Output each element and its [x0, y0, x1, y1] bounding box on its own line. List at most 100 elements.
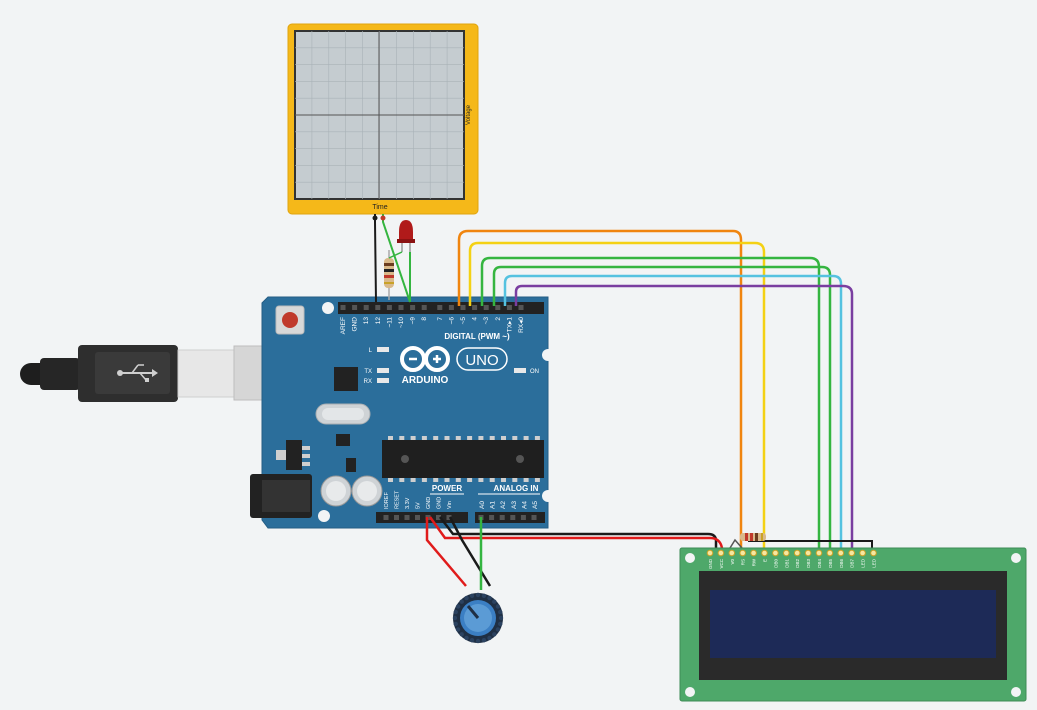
digital-pin[interactable] [340, 305, 346, 310]
digital-pin-label: ~3 [483, 317, 490, 325]
digital-pin-label: TX▸1 [506, 317, 513, 333]
digital-pin[interactable] [386, 305, 392, 310]
oscilloscope-x-label: Time [372, 204, 387, 211]
lcd-pin-label: DB0 [773, 559, 778, 568]
digital-pin[interactable] [460, 305, 466, 310]
arduino-model-text: UNO [465, 352, 498, 369]
lcd-pin[interactable] [783, 549, 790, 557]
lcd-pin-label: V0 [730, 559, 735, 565]
digital-pin-label: 13 [363, 317, 370, 325]
power-wires[interactable] [425, 516, 873, 590]
lcd-pin[interactable] [859, 549, 866, 557]
usb-icon [117, 364, 158, 382]
oscilloscope-wires[interactable] [372, 214, 411, 303]
digital-pin[interactable] [437, 305, 443, 310]
power-pin-label: IOREF [384, 492, 390, 509]
oscilloscope-y-label: Voltage [466, 104, 472, 125]
lcd-screen [710, 590, 996, 658]
power-pin[interactable] [383, 515, 389, 520]
digital-pin[interactable] [472, 305, 478, 310]
power-jack[interactable] [250, 474, 312, 518]
power-pin[interactable] [394, 515, 399, 520]
digital-pin-label: 4 [472, 317, 479, 321]
digital-pin[interactable] [506, 305, 512, 310]
lcd-pin-row[interactable] [706, 549, 877, 557]
digital-pin[interactable] [410, 305, 416, 310]
digital-pin-row[interactable] [340, 305, 524, 310]
power-pin-label: 5V [416, 502, 422, 509]
digital-pin[interactable] [495, 305, 501, 310]
lcd-pin[interactable] [750, 549, 757, 557]
analog-pin[interactable] [499, 515, 505, 520]
capacitor-1 [320, 475, 352, 507]
lcd-pin[interactable] [761, 549, 768, 557]
lcd-pin[interactable] [728, 549, 736, 557]
lcd-pin[interactable] [793, 549, 801, 557]
atmega-chip [382, 436, 544, 482]
lcd-pin-label: RS [741, 559, 746, 565]
usb-chip [334, 367, 358, 391]
lcd-pin-label: LED [861, 558, 866, 568]
digital-pin[interactable] [518, 305, 524, 310]
power-pin-label: GND [437, 497, 443, 509]
lcd-pin-label: LED [872, 558, 877, 568]
digital-header-label: DIGITAL (PWM ~) [444, 332, 510, 341]
crystal-oscillator [315, 403, 371, 425]
digital-pin[interactable] [398, 305, 404, 310]
lcd-pin[interactable] [772, 549, 779, 557]
lcd-pin[interactable] [739, 549, 747, 557]
lcd-data-wires[interactable] [457, 229, 854, 548]
resistor-1[interactable] [384, 250, 394, 300]
reset-button[interactable] [275, 305, 305, 335]
analog-pin[interactable] [510, 515, 516, 520]
lcd-pin[interactable] [870, 549, 877, 557]
power-pin[interactable] [404, 515, 410, 520]
potentiometer[interactable] [452, 592, 504, 644]
led-label-on: ON [530, 369, 539, 375]
digital-pin[interactable] [352, 305, 358, 310]
digital-pin[interactable] [375, 305, 381, 310]
digital-pin[interactable] [483, 305, 489, 310]
arduino-logo-text: ARDUINO [402, 375, 449, 386]
power-header-label: POWER [432, 484, 462, 493]
red-led[interactable] [397, 220, 415, 252]
lcd-pin-label: E [763, 559, 768, 562]
usb-cable[interactable] [20, 345, 305, 402]
lcd-pin[interactable] [804, 549, 812, 557]
lcd-pin[interactable] [706, 549, 714, 557]
power-pin[interactable] [446, 515, 452, 520]
digital-pin-label: GND [352, 317, 359, 332]
lcd-pin[interactable] [826, 549, 834, 557]
lcd-pin[interactable] [848, 549, 856, 557]
lcd-pin[interactable] [837, 549, 845, 557]
power-header [376, 512, 468, 523]
tiny-chip [346, 458, 356, 472]
lcd-pin-label: DB4 [817, 559, 822, 568]
power-pin[interactable] [415, 515, 420, 520]
resistor-2[interactable] [740, 533, 766, 541]
power-pin[interactable] [436, 515, 441, 520]
lcd-pin-label: DB1 [784, 559, 789, 568]
analog-pin-label: A1 [490, 501, 497, 509]
oscilloscope[interactable]: Time Voltage [287, 23, 479, 215]
status-leds: L TX RX ON [364, 347, 539, 385]
analog-pin[interactable] [531, 515, 537, 520]
lcd-pin[interactable] [815, 549, 823, 557]
power-pin-label: Vin [447, 501, 453, 509]
analog-pin[interactable] [489, 515, 495, 520]
digital-pin-label: 2 [495, 317, 502, 321]
lcd-pin-label: DB3 [806, 559, 811, 568]
lcd-pin-label: DB2 [795, 559, 800, 568]
analog-pin[interactable] [520, 515, 526, 520]
digital-pin[interactable] [448, 305, 454, 310]
digital-pin[interactable] [363, 305, 369, 310]
analog-pin-label: A0 [479, 501, 486, 509]
lcd-pin-label: DB7 [850, 559, 855, 568]
digital-pin[interactable] [421, 305, 427, 310]
lcd-pin[interactable] [717, 549, 725, 557]
analog-pin-label: A4 [521, 501, 528, 509]
